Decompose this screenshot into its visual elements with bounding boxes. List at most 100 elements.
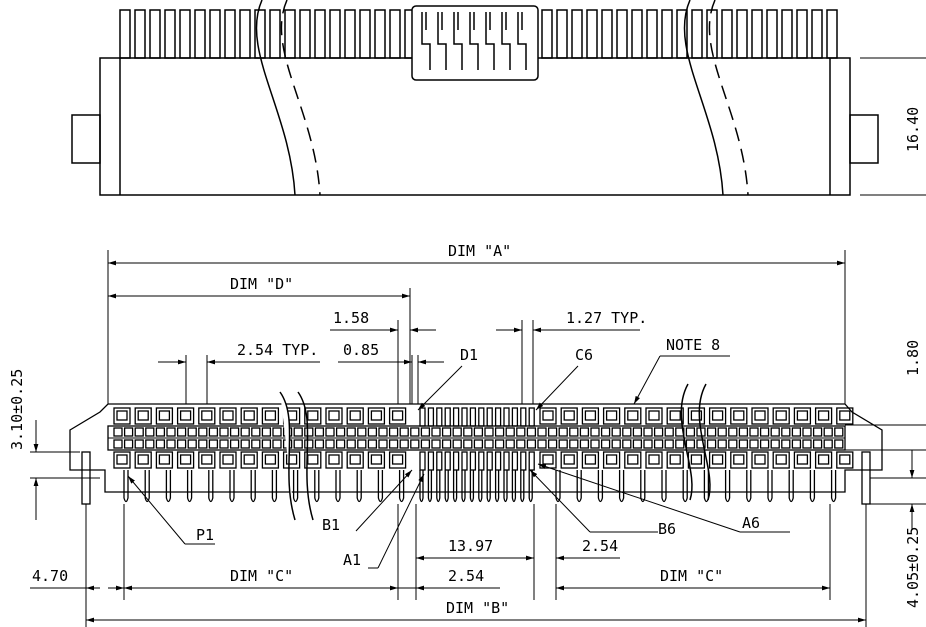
- mid-contact-cell: [749, 439, 759, 449]
- key-contact-cell: [528, 407, 535, 427]
- side-finger: [194, 9, 206, 59]
- key-contact-cell: [478, 451, 485, 471]
- mid-contact-cell: [494, 439, 505, 449]
- contact-cell: [666, 451, 684, 469]
- contact-cell: [687, 407, 706, 425]
- pcb-pin: [528, 470, 533, 503]
- contact-cell-inner: [391, 410, 404, 421]
- mid-contact-cell: [675, 439, 685, 449]
- pcb-pin: [377, 470, 384, 503]
- side-finger: [751, 9, 763, 59]
- mid-contact-cell: [155, 439, 166, 449]
- mid-contact-cell: [653, 439, 664, 449]
- side-finger: [344, 9, 356, 59]
- contact-cell: [134, 451, 152, 469]
- mid-contact-cell: [293, 439, 303, 449]
- mid-contact-cell: [696, 439, 706, 449]
- pcb-pin: [682, 470, 688, 503]
- mid-contact-cell: [632, 427, 643, 437]
- mid-contact-cell: [219, 439, 229, 449]
- key-contact-cell: [469, 407, 477, 427]
- mid-contact-cell: [791, 439, 802, 449]
- contact-cell: [730, 451, 748, 469]
- mid-contact-cell: [759, 439, 770, 449]
- mid-contact-cell: [834, 439, 844, 449]
- mid-contact-cell: [823, 427, 833, 437]
- right-post: [861, 451, 871, 505]
- dim-d-label: DIM "D": [230, 275, 293, 293]
- side-finger: [224, 9, 236, 59]
- side-finger: [721, 9, 733, 59]
- pcb-pin: [208, 470, 214, 503]
- pcb-pin: [419, 470, 424, 503]
- side-finger: [736, 9, 748, 59]
- pcb-pin: [461, 470, 466, 503]
- side-finger: [616, 9, 628, 59]
- pcb-pin: [398, 470, 405, 503]
- pcb-pin: [520, 470, 525, 503]
- contact-cell-inner: [754, 454, 766, 465]
- height-dim-label: 16.40: [904, 107, 922, 152]
- mid-contact-cell: [812, 439, 823, 449]
- contact-cell-inner: [754, 410, 766, 421]
- mid-contact-cell: [176, 439, 187, 449]
- pcb-pins: [123, 470, 837, 503]
- mid-contact-cell: [823, 439, 833, 449]
- pcb-pin: [503, 470, 508, 503]
- key-contact: [453, 12, 463, 70]
- side-finger: [796, 9, 808, 59]
- mid-contact-cell: [251, 427, 261, 437]
- contact-cell-inner: [796, 410, 809, 421]
- mid-contact-cell: [208, 439, 219, 449]
- mid-contact-cell: [187, 427, 197, 437]
- contact-cell-inner: [605, 454, 618, 465]
- mid-contact-cell: [441, 439, 452, 449]
- mid-contact-cell: [420, 439, 431, 449]
- mid-contact-cell: [304, 439, 314, 449]
- mid-contact-cell: [484, 439, 494, 449]
- key-contact-cell: [528, 451, 535, 471]
- mid-contact-cell: [198, 439, 208, 449]
- contact-cell-inner: [648, 410, 660, 421]
- contact-cell-inner: [775, 454, 787, 465]
- contact-cell-inner: [839, 454, 851, 465]
- mid-contact-cell: [261, 427, 272, 437]
- dim-1397-label: 13.97: [448, 537, 493, 555]
- mid-contact-cell: [219, 427, 229, 437]
- contact-cell-inner: [690, 410, 703, 421]
- key-contact: [501, 12, 511, 70]
- key-contact-cell: [520, 407, 527, 427]
- mid-contact-cell: [155, 427, 166, 437]
- pcb-pin: [830, 470, 837, 503]
- mid-contact-cell: [791, 427, 802, 437]
- contact-cell: [560, 451, 578, 469]
- contact-cell: [708, 407, 727, 425]
- pcb-pin: [444, 470, 449, 503]
- key-contact-cell: [511, 407, 519, 427]
- mid-contact-cell: [325, 439, 335, 449]
- pcb-pin: [335, 470, 341, 503]
- key-contact-cell: [452, 407, 460, 427]
- side-key-block: [411, 5, 539, 81]
- callout-a6: A6: [742, 514, 760, 532]
- contact-cell: [219, 451, 237, 469]
- contact-cell-inner: [307, 454, 319, 465]
- key-contact: [421, 12, 431, 70]
- contact-cell: [325, 451, 343, 469]
- pcb-pin: [271, 470, 278, 503]
- side-finger: [314, 9, 326, 59]
- pcb-pin: [597, 470, 604, 503]
- mid-contact-cell: [770, 439, 780, 449]
- contact-cell: [261, 407, 280, 425]
- mid-contact-cell: [579, 439, 590, 449]
- mid-contact-cell: [335, 427, 346, 437]
- side-finger: [811, 9, 823, 59]
- mid-contact-cell: [357, 439, 367, 449]
- mid-contact-cell: [834, 427, 844, 437]
- mid-contact-cell: [293, 427, 303, 437]
- contact-cell-inner: [542, 410, 554, 421]
- dim-a-label: DIM "A": [448, 242, 511, 260]
- mid-contact-cell: [505, 439, 515, 449]
- key-contact-cell: [427, 407, 435, 427]
